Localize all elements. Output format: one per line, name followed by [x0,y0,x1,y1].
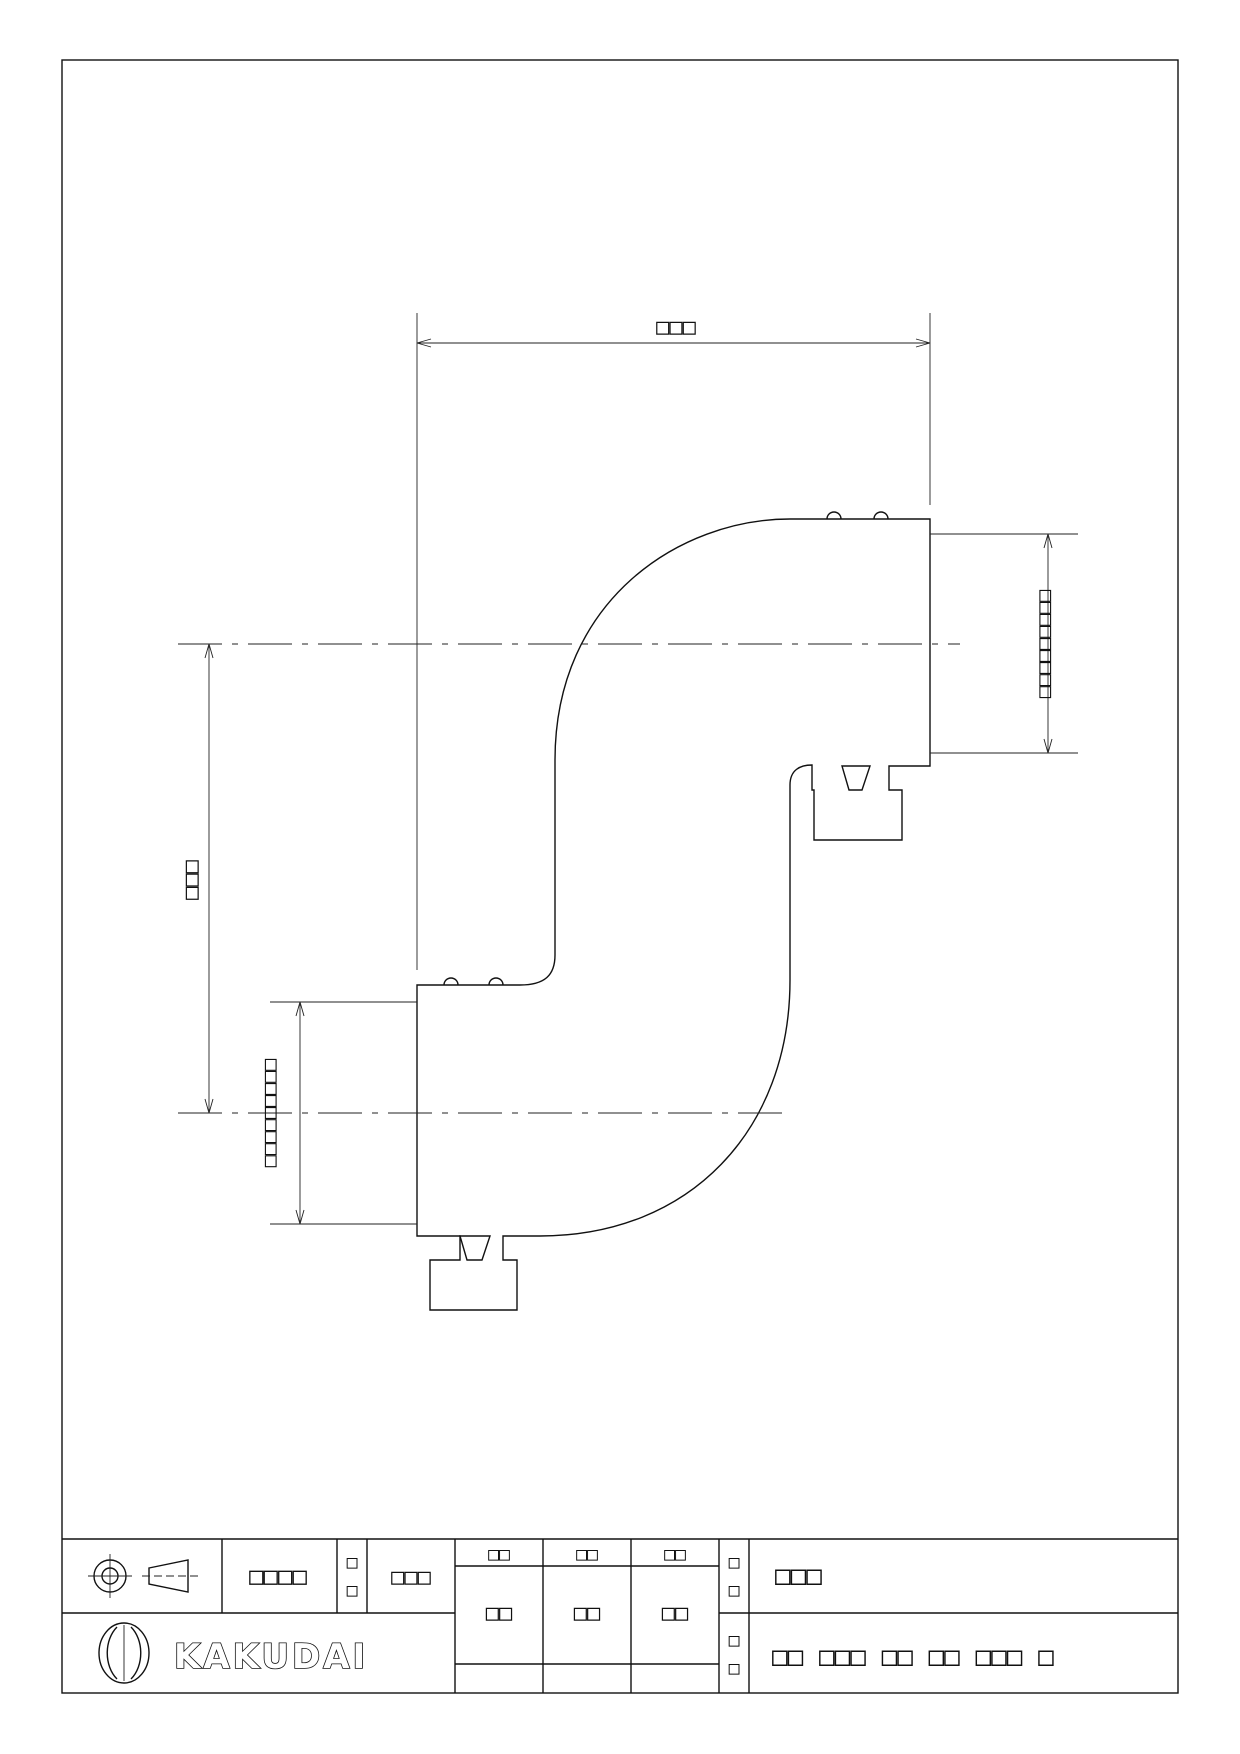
title-block [62,1538,1178,1693]
method-label: □□□□ [249,1562,307,1590]
pipe-outer-contour [416,518,931,1311]
part-label-bottom: □ [729,1658,740,1679]
company-name: KAKUDAI [174,1637,368,1677]
col3-value: □□ [662,1601,689,1626]
product-name: □□ □□□ □□ □□ □□□ □ [772,1642,1054,1672]
dim-left-label: □□□ [179,859,204,899]
socket-ridge-top-a [826,511,842,520]
seal-top [841,765,871,791]
socket-ridge-bottom-b [488,977,504,986]
socket-ridge-top-b [873,511,889,520]
part-label-top: □ [729,1630,740,1651]
dim-top-label: □□□ [656,315,696,340]
product-code: □□□ [775,1561,822,1591]
seal-bottom [459,1235,491,1261]
col1-header: □□ [488,1544,510,1565]
dim-right-diameter-label: □□□□□□□□□ [1035,590,1059,698]
name-label-bottom: □ [729,1580,740,1601]
third-angle-projection-symbol [88,1554,200,1598]
col1-value: □□ [486,1601,513,1626]
dim-left-diameter-label: □□□□□□□□□ [257,1059,281,1167]
socket-ridge-bottom-a [443,977,459,986]
dimension-top [416,313,931,970]
method-value-top: □ [347,1552,358,1573]
s-trap-pipe [416,511,931,1311]
dimension-right-diameter [930,533,1078,754]
dimension-left [204,643,214,1114]
method-value-bottom: □ [347,1580,358,1601]
col2-header: □□ [576,1544,598,1565]
col2-value: □□ [574,1601,601,1626]
scale-label: □□□ [391,1565,431,1590]
drawing-frame [61,59,1179,1694]
kakudai-logo [98,1622,150,1684]
dimension-left-diameter [270,1001,417,1225]
col3-header: □□ [664,1544,686,1565]
name-label-top: □ [729,1552,740,1573]
